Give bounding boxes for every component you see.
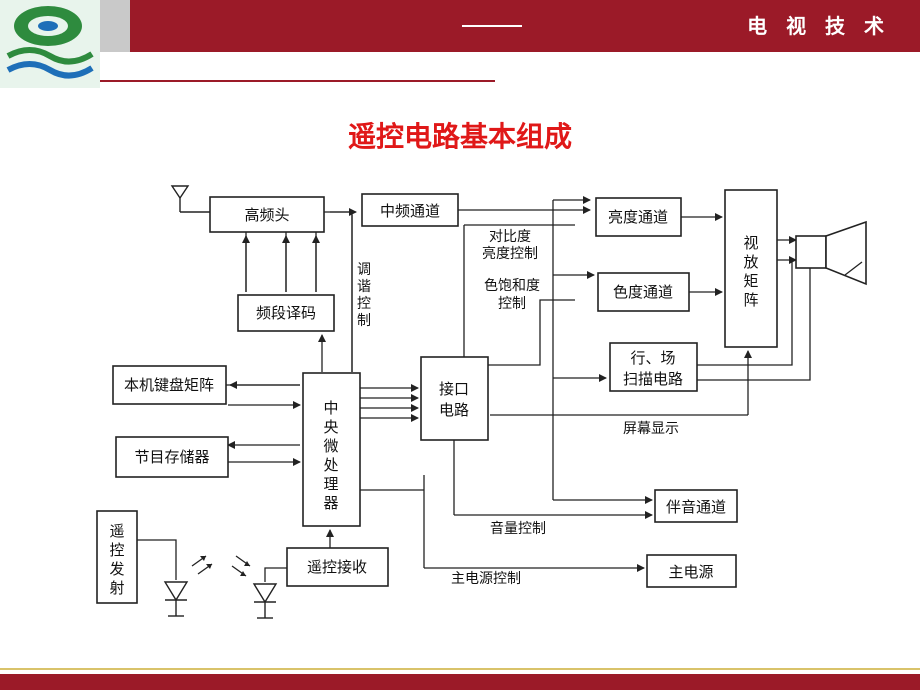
block-jiemu-label: 节目存储器 xyxy=(134,448,209,466)
label-tiaoxie-0: 调 xyxy=(357,262,371,278)
block-hangchang-label-2: 扫描电路 xyxy=(623,370,683,388)
label-sebao-2: 控制 xyxy=(498,296,526,312)
header-subrule xyxy=(100,80,495,82)
page-title: 遥控电路基本组成 xyxy=(347,120,572,153)
block-banyin-label: 伴音通道 xyxy=(666,498,726,516)
block-jiekou-label-2: 电路 xyxy=(439,401,469,419)
label-zhudianyuan-ctrl: 主电源控制 xyxy=(451,571,521,587)
label-tiaoxie-1: 谐 xyxy=(357,279,371,295)
block-shifang-char-3: 阵 xyxy=(743,291,758,309)
block-yaokong-tx-char-0: 遥 xyxy=(109,522,124,540)
block-zhongpin-label: 中频通道 xyxy=(380,202,440,220)
photodiode-receive-icon xyxy=(231,555,278,619)
block-cpu-char-5: 器 xyxy=(323,494,338,512)
block-sedu: 色度通道 xyxy=(597,272,690,312)
label-pingmu: 屏幕显示 xyxy=(623,421,679,437)
block-liangdu: 亮度通道 xyxy=(595,197,682,237)
block-cpu-char-2: 微 xyxy=(323,437,338,455)
footer-line xyxy=(0,668,920,670)
block-jianpan: 本机键盘矩阵 xyxy=(112,365,227,405)
header-rule xyxy=(462,25,522,27)
block-shifang-char-2: 矩 xyxy=(743,272,758,290)
block-banyin: 伴音通道 xyxy=(654,489,738,523)
block-yaokong-tx-char-2: 发 xyxy=(109,560,124,578)
block-yaokong-rx: 遥控接收 xyxy=(286,547,389,587)
label-yinliang: 音量控制 xyxy=(490,520,546,537)
logo xyxy=(0,0,100,88)
header-title: 电 视 技 术 xyxy=(747,14,890,38)
label-sebao-1: 色饱和度 xyxy=(484,277,540,294)
signal-wires xyxy=(137,196,811,582)
crt-tube-icon xyxy=(795,220,867,286)
block-pinduan: 频段译码 xyxy=(237,294,335,332)
label-duibi-1: 对比度 xyxy=(489,229,531,245)
block-sedu-label: 色度通道 xyxy=(613,283,673,301)
header-bar xyxy=(0,0,920,52)
footer-bar xyxy=(0,674,920,690)
block-zhongpin: 中频通道 xyxy=(361,193,459,227)
block-gaopintou: 高频头 xyxy=(209,196,325,233)
block-cpu: 中 央 微 处 理 器 xyxy=(302,372,361,527)
block-shifang-char-0: 视 xyxy=(743,234,758,252)
label-tiaoxie-2: 控 xyxy=(357,296,371,312)
block-yaokong-rx-label: 遥控接收 xyxy=(307,558,367,576)
label-tiaoxie-3: 制 xyxy=(357,313,371,329)
block-yaokong-tx: 遥 控 发 射 xyxy=(96,510,138,604)
block-zhudianyuan: 主电源 xyxy=(646,554,737,588)
block-pinduan-label: 频段译码 xyxy=(256,304,316,322)
block-liangdu-label: 亮度通道 xyxy=(608,208,668,226)
block-shifang-char-1: 放 xyxy=(743,253,758,271)
block-jiekou-label-1: 接口 xyxy=(439,380,469,398)
block-cpu-char-1: 央 xyxy=(323,418,338,436)
block-cpu-char-0: 中 xyxy=(323,399,338,417)
block-yaokong-tx-char-3: 射 xyxy=(109,579,124,597)
block-hangchang: 行、场 扫描电路 xyxy=(609,342,698,392)
antenna-icon xyxy=(170,185,210,213)
block-shifang: 视 放 矩 阵 xyxy=(724,189,778,348)
block-yaokong-tx-char-1: 控 xyxy=(109,541,124,559)
logo-graphic xyxy=(0,0,100,88)
block-jiemu: 节目存储器 xyxy=(115,436,229,478)
block-gaopintou-label: 高频头 xyxy=(244,206,289,224)
block-zhudianyuan-label: 主电源 xyxy=(668,563,713,581)
block-cpu-char-3: 处 xyxy=(323,456,338,474)
led-transmit-icon xyxy=(163,555,213,617)
block-jianpan-label: 本机键盘矩阵 xyxy=(124,376,214,394)
label-duibi-2: 亮度控制 xyxy=(482,245,538,262)
header-accent xyxy=(100,0,130,52)
block-jiekou: 接口 电路 xyxy=(420,356,489,441)
block-cpu-char-4: 理 xyxy=(323,475,338,493)
block-hangchang-label-1: 行、场 xyxy=(630,349,675,367)
